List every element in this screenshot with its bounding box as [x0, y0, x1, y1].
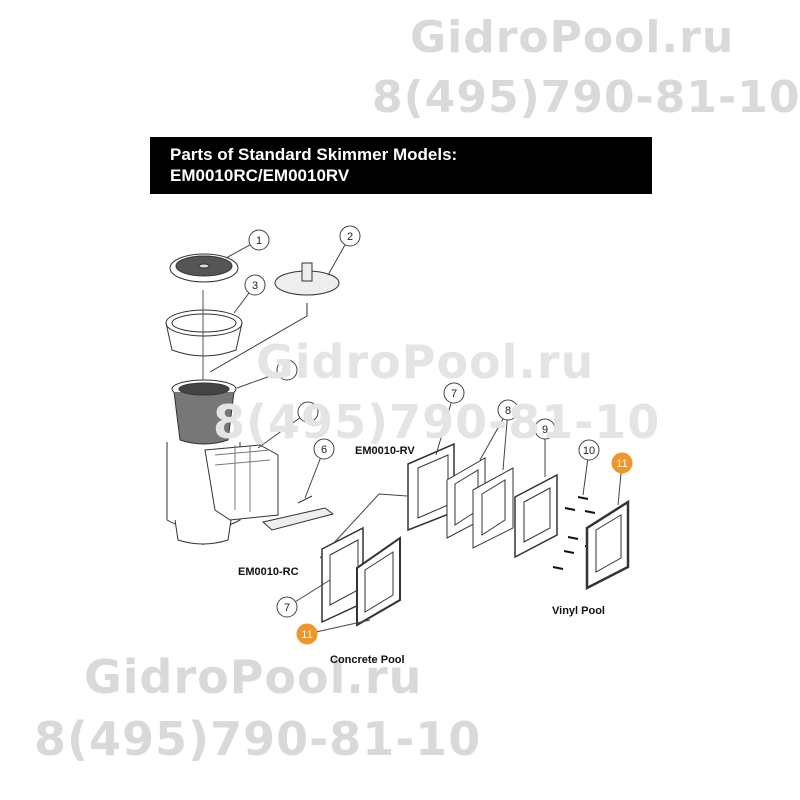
callout-number: 1: [256, 235, 262, 247]
label-concrete-pool: Concrete Pool: [330, 654, 405, 666]
part-gaskets: [446, 457, 514, 549]
label-em0010-rv: EM0010-RV: [355, 445, 415, 457]
callout-number: 4: [284, 365, 290, 377]
callout-number: 7: [451, 388, 457, 400]
part-vacuum-plate: [209, 262, 340, 373]
callout-circle-5: [297, 401, 319, 423]
watermark-site: GidroPool.ru: [410, 12, 735, 63]
callout-circle-7: [276, 596, 298, 618]
callout-leader: [435, 392, 455, 456]
callout-number: 9: [542, 424, 548, 436]
title-banner: Parts of Standard Skimmer Models: EM0010…: [150, 137, 652, 194]
part-weir: [261, 495, 335, 531]
callout-number: 11: [301, 629, 312, 641]
callout-number: 6: [321, 444, 327, 456]
callout-circle-4: [276, 359, 298, 381]
watermark-phone: 8(495)790-81-10: [372, 72, 800, 123]
callout-circle-10: [578, 439, 600, 461]
watermark-site: GidroPool.ru: [84, 650, 423, 704]
part-rc-mouth: [321, 526, 364, 624]
part-rv-faceplate: [585, 499, 630, 591]
callout-number: 8: [505, 405, 511, 417]
callout-circle-2: [339, 225, 361, 247]
callout-circle-9: [534, 418, 556, 440]
part-rc-faceplate: [356, 536, 401, 627]
callout-number: 2: [347, 231, 353, 243]
part-collar: [165, 309, 243, 357]
watermark-phone: 8(495)790-81-10: [34, 712, 482, 766]
title-line-2: EM0010RC/EM0010RV: [170, 166, 350, 185]
part-flange: [514, 473, 558, 559]
callout-number: 3: [252, 280, 258, 292]
callout-circle-6: [313, 438, 335, 460]
watermark-phone: 8(495)790-81-10: [213, 395, 661, 449]
part-lid: [169, 253, 239, 283]
callout-circle-11: [611, 452, 633, 474]
callout-circle-8: [497, 399, 519, 421]
callout-circle-1: [248, 229, 270, 251]
part-skimmer-body: [166, 379, 279, 545]
callout-circle-11: [296, 623, 318, 645]
callout-number: 5: [305, 407, 311, 419]
callout-number: 10: [583, 445, 595, 457]
callout-circle-7: [443, 382, 465, 404]
callout-leader: [306, 619, 371, 635]
callout-number: 7: [284, 602, 290, 614]
callout-circle-3: [244, 274, 266, 296]
watermark-site: GidroPool.ru: [256, 335, 595, 389]
callout-number: 11: [616, 458, 627, 470]
label-em0010-rc: EM0010-RC: [238, 566, 299, 578]
title-line-1: Parts of Standard Skimmer Models:: [170, 145, 458, 164]
label-vinyl-pool: Vinyl Pool: [552, 605, 605, 617]
